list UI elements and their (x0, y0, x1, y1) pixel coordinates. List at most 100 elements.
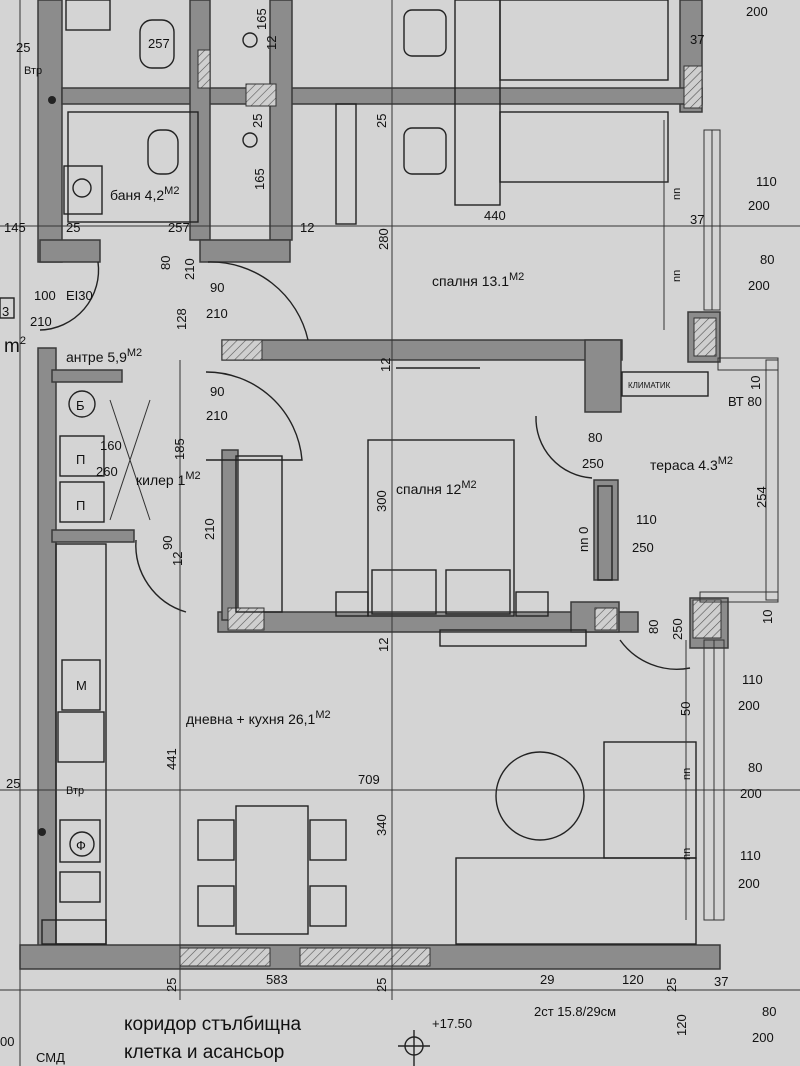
tag-labels: Втр Втр Б П П М Ф ВТ 80 КЛИМАТИК nn nn n… (0, 65, 762, 1065)
dim: 210 (206, 306, 228, 321)
hatched-walls (179, 49, 722, 967)
dim: 80 (762, 1004, 776, 1019)
dim: 25 (6, 776, 20, 791)
dim: 165 (254, 8, 269, 30)
dim: 110 (740, 848, 761, 863)
room-bed2: спалня 12М2 (396, 479, 477, 497)
kitchen-furniture (41, 543, 107, 945)
dim: 12 (378, 358, 393, 372)
dim: 80 (646, 620, 661, 634)
dim: 250 (632, 540, 654, 555)
dim: 200 (748, 198, 770, 213)
tag: СМД (36, 1050, 65, 1065)
dim: 260 (96, 464, 118, 479)
dim: 110 (636, 512, 657, 527)
dim: 80 (760, 252, 774, 267)
dim: 210 (30, 314, 52, 329)
dim: 709 (358, 772, 380, 787)
dim: 441 (164, 748, 179, 770)
column-box-2 (59, 481, 105, 523)
bed2-furniture (235, 367, 613, 647)
dim: 120 (674, 1014, 689, 1036)
dim: 110 (756, 174, 777, 189)
room-bed1: спалня 13.1М2 (432, 271, 524, 289)
tag: nn (671, 270, 683, 282)
boiler-symbol-icon (68, 390, 96, 418)
dim: 110 (742, 672, 763, 687)
door-swings (39, 261, 691, 670)
dim: 254 (754, 486, 769, 508)
dim: 25 (66, 220, 80, 235)
tag: П (76, 498, 85, 513)
dim: 257 (148, 36, 170, 51)
tag: Ф (76, 838, 86, 853)
riser-marker-top (48, 96, 56, 104)
tag: nn (671, 188, 683, 200)
dim: 37 (690, 32, 704, 47)
living-furniture (197, 741, 697, 945)
dim: 80 (158, 256, 173, 270)
dim: 128 (174, 308, 189, 330)
dim: 200 (746, 4, 768, 19)
dim: 10 (760, 610, 775, 624)
riser-marker-bottom (38, 828, 46, 836)
level-label: +17.50 (432, 1016, 472, 1031)
room-bath: баня 4,2М2 (110, 185, 179, 203)
dim: 100 (34, 288, 56, 303)
dim: 200 (748, 278, 770, 293)
tag: 00 (0, 1034, 14, 1049)
dim: 25 (664, 978, 679, 992)
column-box-1 (59, 435, 105, 477)
corridor-label-line2: клетка и асансьор (124, 1042, 284, 1063)
dim: 25 (374, 114, 389, 128)
tag: Втр (66, 785, 84, 797)
dim: 200 (740, 786, 762, 801)
dim: 280 (376, 228, 391, 250)
bed1-furniture (335, 0, 669, 225)
dim: 12 (170, 552, 185, 566)
bottom-labels: коридор стълбищна клетка и асансьор 2ст … (124, 1004, 616, 1063)
dimension-labels: 25 257 165 12 200 25 25 165 110 200 145 … (2, 4, 777, 1045)
dim: 80 (588, 430, 602, 445)
dim: 3 (2, 304, 9, 319)
dim: 250 (582, 456, 604, 471)
windows (699, 129, 779, 921)
dim: 25 (250, 114, 265, 128)
tag: Б (76, 398, 85, 413)
tag: nn (681, 848, 693, 860)
dim: 250 (670, 618, 685, 640)
symbols (0, 96, 709, 1066)
tag: nn (681, 768, 693, 780)
dim: 210 (202, 518, 217, 540)
dim: 90 (210, 280, 224, 295)
room-labels: баня 4,2М2 спалня 13.1М2 антре 5,9М2 кил… (4, 185, 733, 727)
dim: 210 (206, 408, 228, 423)
stove-symbol-icon (69, 831, 95, 857)
dim: 165 (252, 168, 267, 190)
room-living: дневна + кухня 26,1М2 (186, 709, 331, 727)
dim: 12 (264, 36, 279, 50)
tag: П (76, 452, 85, 467)
side-tag-box (0, 297, 15, 319)
dim: 160 (100, 438, 122, 453)
tag: КЛИМАТИК (628, 381, 671, 390)
area-unit-label: m2 (4, 335, 26, 357)
room-antre: антре 5,9М2 (66, 347, 142, 365)
compass-icon (398, 1030, 430, 1066)
dim: 200 (752, 1030, 774, 1045)
tag: ВТ 80 (728, 394, 762, 409)
dim: 37 (714, 974, 728, 989)
stair-label: 2ст 15.8/29см (534, 1004, 616, 1019)
dim: 12 (376, 638, 391, 652)
room-terrace: тераса 4.3М2 (650, 455, 733, 473)
dim: 25 (374, 978, 389, 992)
dim: 12 (300, 220, 314, 235)
dim: EI30 (66, 288, 93, 303)
dim: nn 0 (576, 527, 591, 552)
dim: 37 (690, 212, 704, 227)
dim: 185 (172, 438, 187, 460)
air-conditioner-unit (621, 371, 709, 397)
dim: 440 (484, 208, 506, 223)
dim: 340 (374, 814, 389, 836)
